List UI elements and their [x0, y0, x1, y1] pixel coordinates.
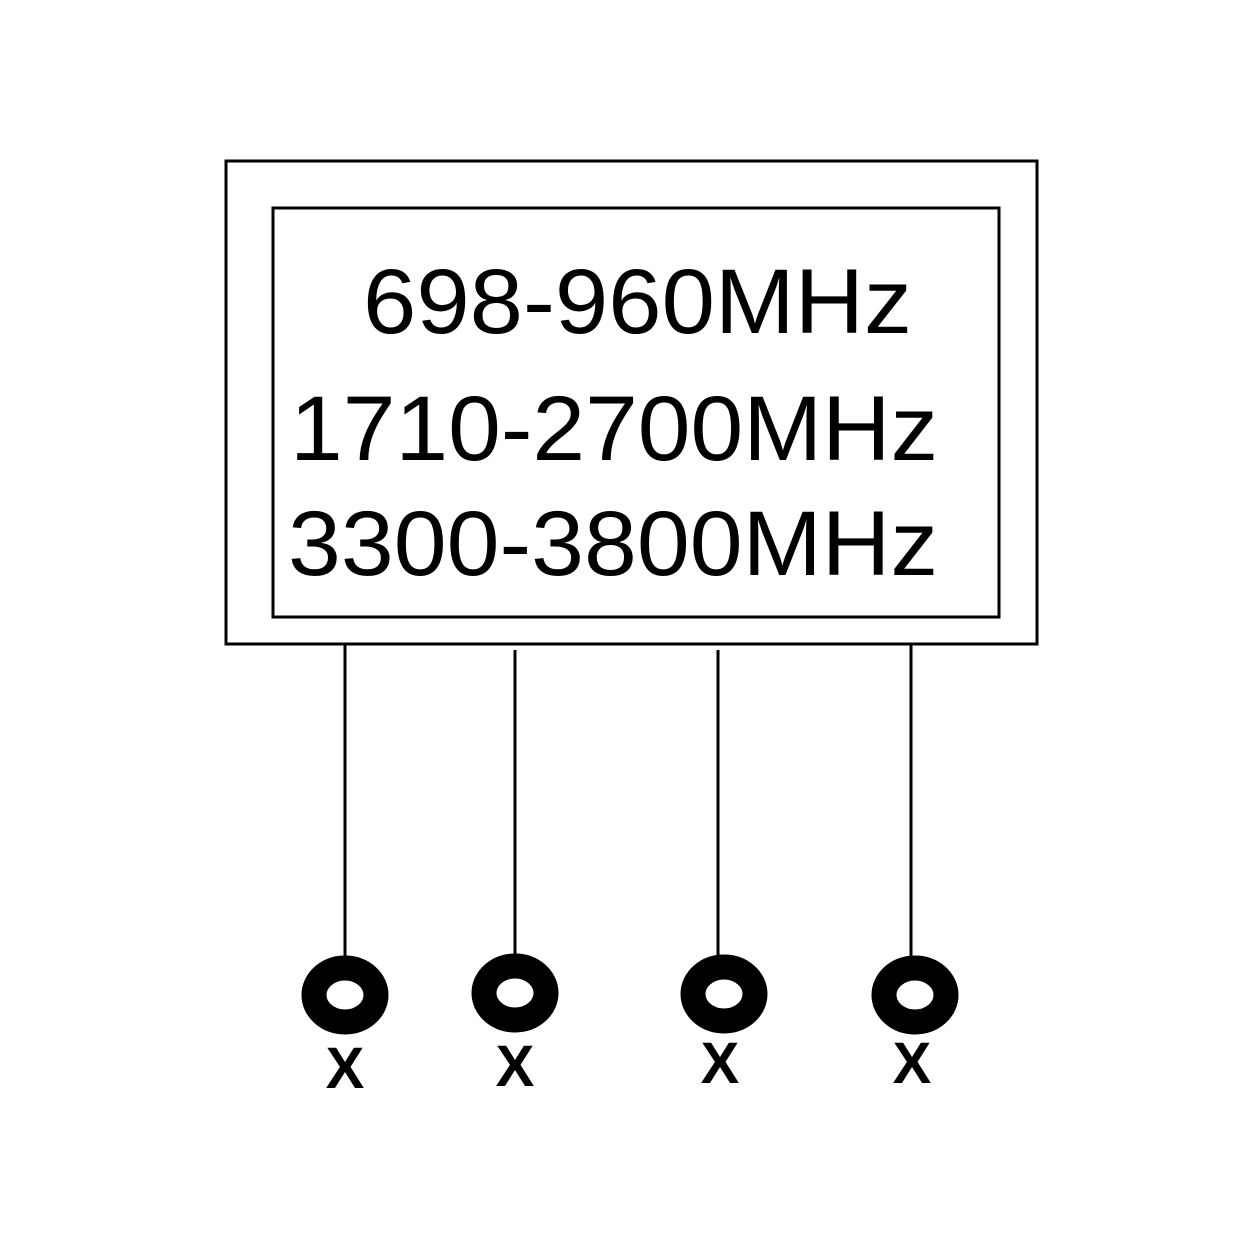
port-2-label: X — [496, 1034, 535, 1099]
port-4: X — [871, 644, 959, 1096]
port-1: X — [301, 644, 389, 1101]
port-3: X — [680, 650, 768, 1096]
port-2-connector-icon — [471, 953, 559, 1033]
port-1-label: X — [326, 1036, 365, 1101]
port-4-label: X — [893, 1031, 932, 1096]
port-4-connector-icon — [871, 955, 959, 1035]
port-2: X — [471, 650, 559, 1099]
band-label-mid: 1710-2700MHz — [290, 378, 938, 480]
antenna-inner-box — [271, 206, 1001, 619]
band-label-low: 698-960MHz — [363, 251, 912, 353]
antenna-outer-box — [224, 159, 1039, 646]
band-label-high: 3300-3800MHz — [288, 493, 938, 595]
port-1-connector-icon — [301, 955, 389, 1035]
port-3-connector-icon — [680, 954, 768, 1034]
port-3-label: X — [701, 1031, 740, 1096]
